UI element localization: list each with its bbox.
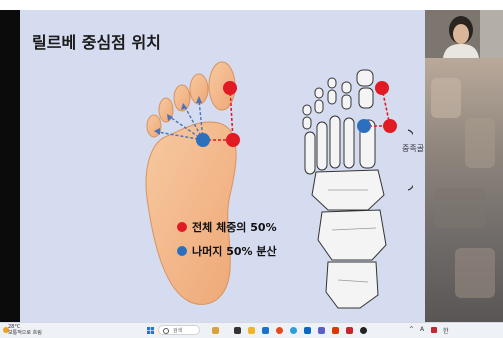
- participant-silhouette-icon: [425, 10, 503, 58]
- red-dot-toe: [223, 81, 237, 95]
- foot-skeleton-illustration: [298, 60, 413, 315]
- tray-app-icon[interactable]: [431, 327, 437, 333]
- search-placeholder: 검색: [173, 328, 182, 334]
- weather-widget[interactable]: 28°C 보통적으로 흐림: [8, 324, 42, 336]
- blurred-video-area: [425, 58, 503, 322]
- tray-input-indicator[interactable]: A: [420, 326, 424, 333]
- outlook-icon[interactable]: [304, 327, 311, 334]
- video-call-panel[interactable]: [425, 10, 503, 322]
- slide-title: 릴르베 중심점 위치: [32, 29, 161, 53]
- skeleton-red-dot-toe: [375, 81, 389, 95]
- tray-chevron-icon[interactable]: ^: [409, 326, 414, 333]
- search-icon: [163, 328, 169, 334]
- acrobat-icon[interactable]: [346, 327, 353, 334]
- store-icon[interactable]: [290, 327, 297, 334]
- red-dot-icon: [177, 222, 187, 232]
- weather-desc: 보통적으로 흐림: [8, 330, 42, 336]
- skeleton-red-dot-ball: [383, 119, 397, 133]
- taskview-icon[interactable]: [234, 327, 241, 334]
- media-icon[interactable]: [360, 327, 367, 334]
- legend-item-red: 전체 체중의 50%: [177, 219, 277, 235]
- legend-label-red: 전체 체중의 50%: [192, 221, 277, 234]
- presentation-slide: 릴르베 중심점 위치: [20, 10, 425, 322]
- blue-dot-ball: [196, 133, 210, 147]
- foot-sole-illustration: [130, 60, 255, 315]
- widgets-icon[interactable]: [212, 327, 219, 334]
- participant-video[interactable]: [425, 10, 503, 58]
- metatarsal-label: 중족골: [402, 143, 424, 154]
- left-black-bar: [0, 10, 20, 322]
- taskbar-search-box[interactable]: 검색: [158, 325, 200, 335]
- tray-language-indicator[interactable]: 한: [443, 326, 449, 335]
- legend-label-blue: 나머지 50% 분산: [192, 245, 277, 258]
- skeleton-blue-dot-ball: [357, 119, 371, 133]
- blue-dot-icon: [177, 246, 187, 256]
- edge-icon[interactable]: [262, 327, 269, 334]
- file-explorer-icon[interactable]: [248, 327, 255, 334]
- windows-icon[interactable]: [147, 327, 154, 334]
- legend-item-blue: 나머지 50% 분산: [177, 243, 277, 259]
- taskbar: 28°C 보통적으로 흐림 검색 ^ A 한: [0, 322, 503, 338]
- chrome-icon[interactable]: [276, 327, 283, 334]
- mail-icon[interactable]: [332, 327, 339, 334]
- top-margin: [0, 0, 503, 10]
- red-dot-ball: [226, 133, 240, 147]
- teams-icon[interactable]: [318, 327, 325, 334]
